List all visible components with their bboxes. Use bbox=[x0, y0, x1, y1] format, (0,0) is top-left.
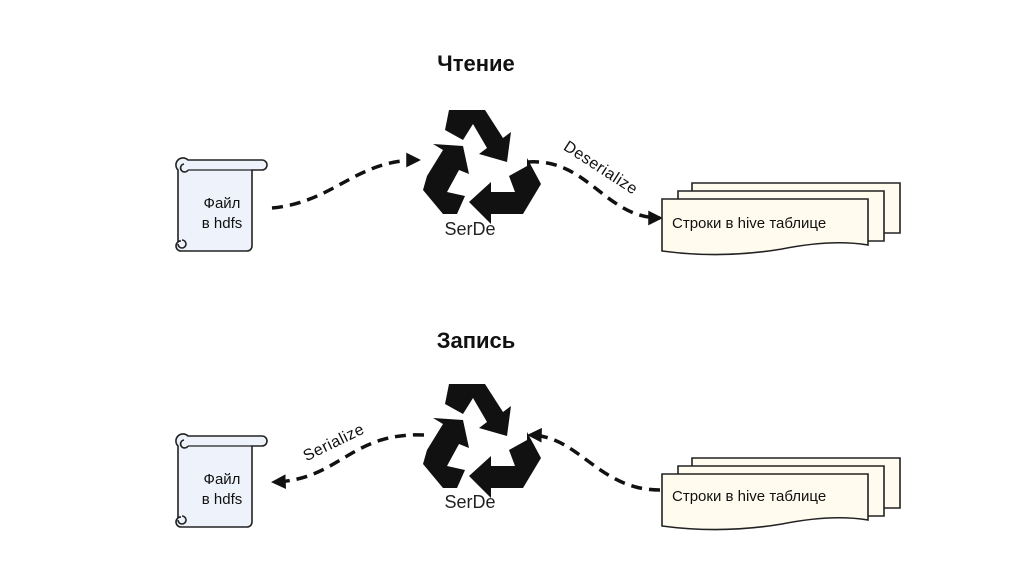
write-arrow-serde-to-file bbox=[271, 433, 425, 489]
write-rows-label: Строки в hive таблице bbox=[672, 488, 826, 505]
read-file-label-line1: Файл bbox=[204, 195, 241, 212]
write-serde-label: SerDe bbox=[444, 492, 495, 512]
read-serde-label: SerDe bbox=[444, 219, 495, 239]
write-file-label-line1: Файл bbox=[204, 471, 241, 488]
recycle-icon bbox=[423, 110, 541, 224]
read-rows-label: Строки в hive таблице bbox=[672, 215, 826, 232]
read-section-title: Чтение bbox=[437, 51, 515, 76]
deserialize-edge-label: Deserialize bbox=[560, 138, 640, 198]
write-section-title: Запись bbox=[437, 328, 516, 353]
recycle-icon bbox=[423, 384, 541, 498]
read-arrow-serde-to-rows bbox=[527, 160, 663, 226]
write-serde-node: SerDe bbox=[423, 384, 541, 512]
read-file-node: Файл в hdfs bbox=[175, 157, 268, 252]
write-file-label-line2: в hdfs bbox=[202, 491, 243, 508]
write-arrow-rows-to-serde bbox=[527, 427, 661, 492]
read-arrow-file-to-serde bbox=[271, 152, 421, 210]
serialize-edge-label: Serialize bbox=[301, 421, 368, 465]
read-serde-node: SerDe bbox=[423, 110, 541, 239]
read-rows-node: Строки в hive таблице bbox=[661, 182, 901, 256]
write-rows-node: Строки в hive таблице bbox=[661, 457, 901, 531]
write-file-node: Файл в hdfs bbox=[175, 433, 268, 528]
read-file-label-line2: в hdfs bbox=[202, 215, 243, 232]
